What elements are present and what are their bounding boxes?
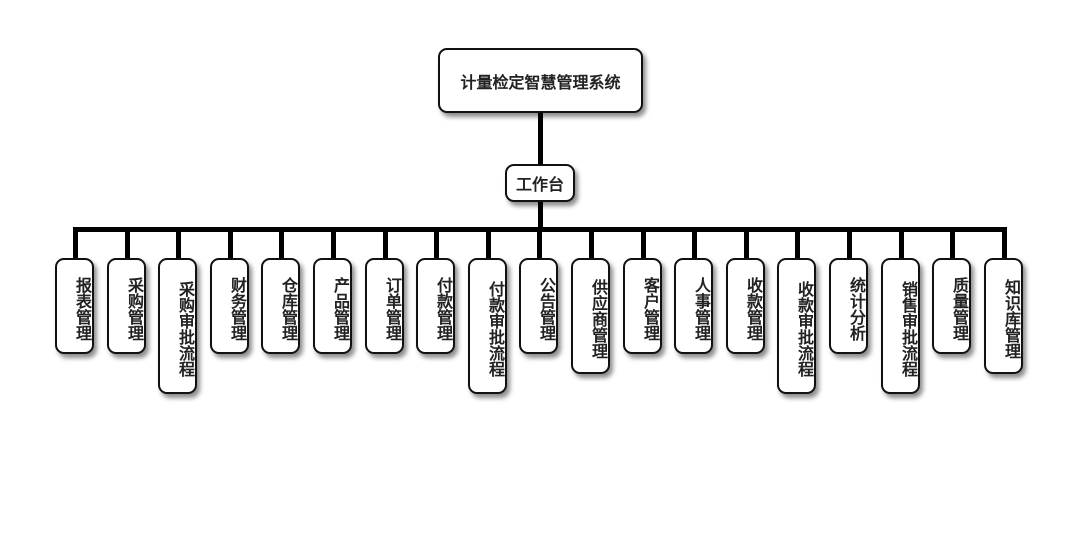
child-node-label: 统计分析 — [847, 277, 866, 341]
hub-node-label: 工作台 — [515, 175, 564, 194]
child-node[interactable]: 人事管理 — [674, 258, 713, 354]
connector-drop — [692, 229, 697, 260]
child-node[interactable]: 公告管理 — [519, 258, 558, 354]
child-node[interactable]: 产品管理 — [313, 258, 352, 354]
connector-hub-bus — [538, 201, 543, 231]
child-node-label: 仓库管理 — [279, 277, 298, 341]
connector-drop — [899, 229, 904, 260]
child-node-label: 客户管理 — [641, 277, 660, 341]
child-node[interactable]: 付款审批流程 — [468, 258, 507, 394]
connector-drop — [847, 229, 852, 260]
connector-drop — [537, 229, 542, 260]
connector-drop — [176, 229, 181, 260]
child-node-label: 订单管理 — [383, 277, 402, 341]
child-node[interactable]: 收款审批流程 — [777, 258, 816, 394]
connector-drop — [950, 229, 955, 260]
connector-drop — [1002, 229, 1007, 260]
connector-drop — [641, 229, 646, 260]
child-node-label: 财务管理 — [228, 277, 247, 341]
child-node-label: 知识库管理 — [1002, 279, 1021, 359]
child-node-label: 销售审批流程 — [899, 281, 918, 377]
child-node[interactable]: 供应商管理 — [571, 258, 610, 374]
child-node-label: 采购审批流程 — [176, 281, 195, 377]
child-node[interactable]: 客户管理 — [623, 258, 662, 354]
child-node-label: 付款审批流程 — [486, 281, 505, 377]
connector-drop — [73, 229, 78, 260]
connector-drop — [125, 229, 130, 260]
child-node[interactable]: 统计分析 — [829, 258, 868, 354]
connector-drop — [383, 229, 388, 260]
child-node[interactable]: 收款管理 — [726, 258, 765, 354]
child-node[interactable]: 采购管理 — [107, 258, 146, 354]
connector-drop — [279, 229, 284, 260]
child-node[interactable]: 订单管理 — [365, 258, 404, 354]
root-node[interactable]: 计量检定智慧管理系统 — [438, 48, 643, 113]
child-node[interactable]: 质量管理 — [932, 258, 971, 354]
child-node[interactable]: 知识库管理 — [984, 258, 1023, 374]
child-node-label: 公告管理 — [537, 277, 556, 341]
connector-drop — [589, 229, 594, 260]
child-node[interactable]: 仓库管理 — [261, 258, 300, 354]
child-node-label: 供应商管理 — [589, 279, 608, 359]
child-node-label: 采购管理 — [125, 277, 144, 341]
connector-drop — [434, 229, 439, 260]
child-node[interactable]: 财务管理 — [210, 258, 249, 354]
child-node-label: 人事管理 — [692, 277, 711, 341]
child-node[interactable]: 付款管理 — [416, 258, 455, 354]
child-node-label: 收款管理 — [744, 277, 763, 341]
child-node-label: 收款审批流程 — [795, 281, 814, 377]
child-node[interactable]: 采购审批流程 — [158, 258, 197, 394]
connector-drop — [795, 229, 800, 260]
root-node-label: 计量检定智慧管理系统 — [460, 72, 621, 92]
child-node-label: 产品管理 — [331, 277, 350, 341]
child-node-label: 付款管理 — [434, 277, 453, 341]
hub-node[interactable]: 工作台 — [505, 164, 575, 202]
connector-drop — [228, 229, 233, 260]
child-node[interactable]: 报表管理 — [55, 258, 94, 354]
child-node[interactable]: 销售审批流程 — [881, 258, 920, 394]
child-node-label: 报表管理 — [73, 277, 92, 341]
connector-drop — [744, 229, 749, 260]
connector-drop — [486, 229, 491, 260]
child-node-label: 质量管理 — [950, 277, 969, 341]
connector-drop — [331, 229, 336, 260]
connector-root-hub — [538, 112, 543, 165]
